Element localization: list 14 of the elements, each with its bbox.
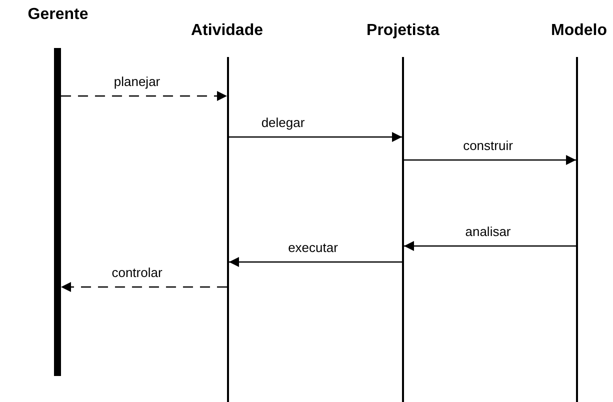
dashed-arrow	[61, 282, 227, 292]
message-arrow	[404, 155, 576, 165]
message-arrow	[404, 241, 576, 251]
lifeline-heading: Modelo	[545, 21, 613, 41]
lifeline-heading: Gerente	[8, 5, 108, 25]
dashed-arrow	[61, 91, 227, 101]
lifeline-heading: Atividade	[167, 21, 287, 41]
activation-bar	[54, 48, 61, 376]
lifeline	[402, 57, 404, 402]
lifeline	[227, 57, 229, 402]
lifeline-heading: Projetista	[343, 21, 463, 41]
lifeline	[576, 57, 578, 402]
message-arrow	[229, 257, 402, 267]
message-arrow	[229, 132, 402, 142]
